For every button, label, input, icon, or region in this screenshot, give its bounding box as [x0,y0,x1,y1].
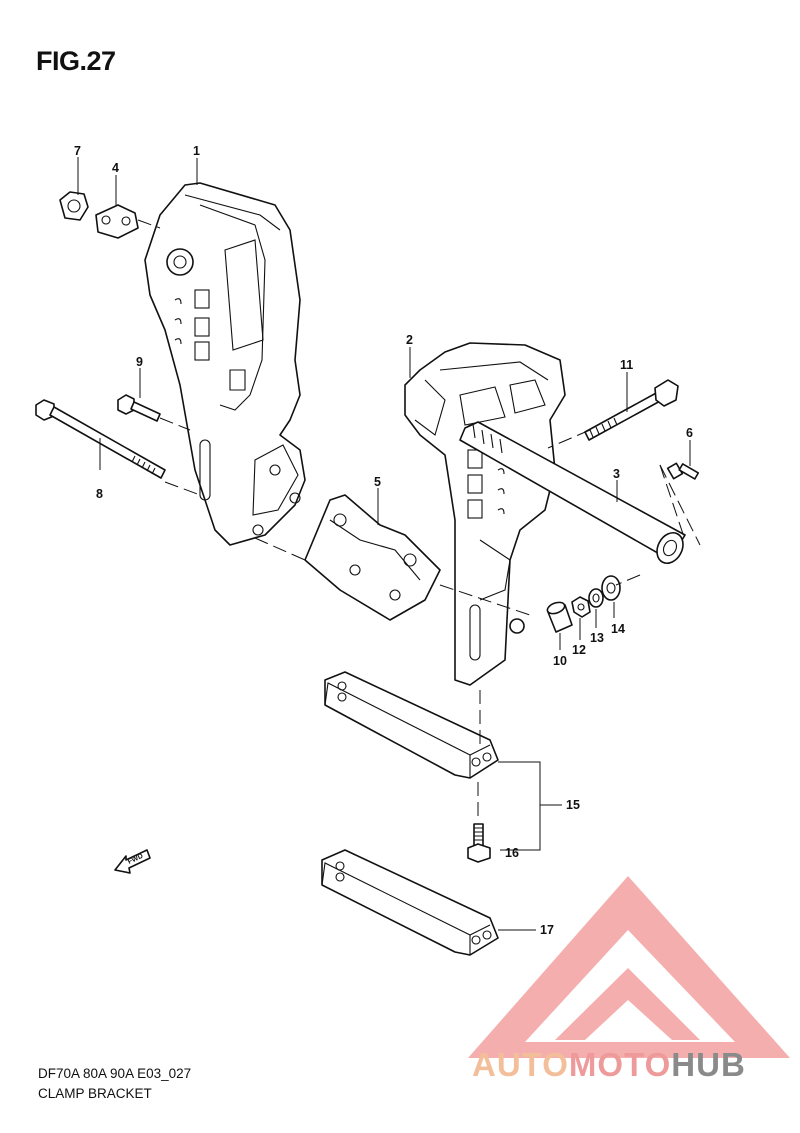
watermark-text: AUTOMOTOHUB [472,1046,746,1084]
fwd-arrow: FWD [114,849,151,874]
part-7-nut [59,191,89,221]
callout-2: 2 [406,333,413,347]
part-12-nut [571,596,591,618]
part-1-clamp-bracket-starboard [144,182,306,546]
callout-7: 7 [74,144,81,158]
part-11-bolt [584,379,679,441]
diagram-name: CLAMP BRACKET [38,1086,152,1101]
callout-9: 9 [136,355,143,369]
part-4-plate [95,204,139,239]
callout-15: 15 [566,798,580,812]
callout-3: 3 [613,467,620,481]
part-17-plate [321,849,499,956]
figure-title: FIG.27 [36,46,116,76]
callout-labels: 1 2 3 4 5 6 7 8 9 10 11 12 13 14 15 16 1… [74,144,693,937]
leader-lines [77,157,691,931]
watermark-logo [468,876,790,1058]
part-16-bolt [467,823,491,863]
part-13-washer [588,588,604,608]
callout-1: 1 [193,144,200,158]
watermark-part-b: MOTO [568,1046,672,1083]
part-15-plate [324,671,499,779]
part-9-bolt [117,394,161,422]
callout-12: 12 [572,643,586,657]
callout-10: 10 [553,654,567,668]
callout-16: 16 [505,846,519,860]
part-14-washer [601,575,621,601]
callout-6: 6 [686,426,693,440]
assembly-lines [137,219,701,822]
callout-5: 5 [374,475,381,489]
callout-13: 13 [590,631,604,645]
part-10-bushing [546,601,573,633]
callout-11: 11 [620,358,633,372]
part-6-bolt [666,462,700,480]
callout-14: 14 [611,622,625,636]
callout-8: 8 [96,487,103,501]
callout-17: 17 [540,923,554,937]
watermark-part-a: AUTO [472,1046,569,1083]
part-5-spacer [304,494,441,621]
part-8-long-bolt [35,399,166,479]
part-2-clamp-bracket-port [404,342,566,686]
diagram-code: DF70A 80A 90A E03_027 [38,1066,192,1081]
callout-4: 4 [112,161,119,175]
watermark-part-c: HUB [671,1046,746,1083]
part-3-tilt-tube [459,421,686,565]
